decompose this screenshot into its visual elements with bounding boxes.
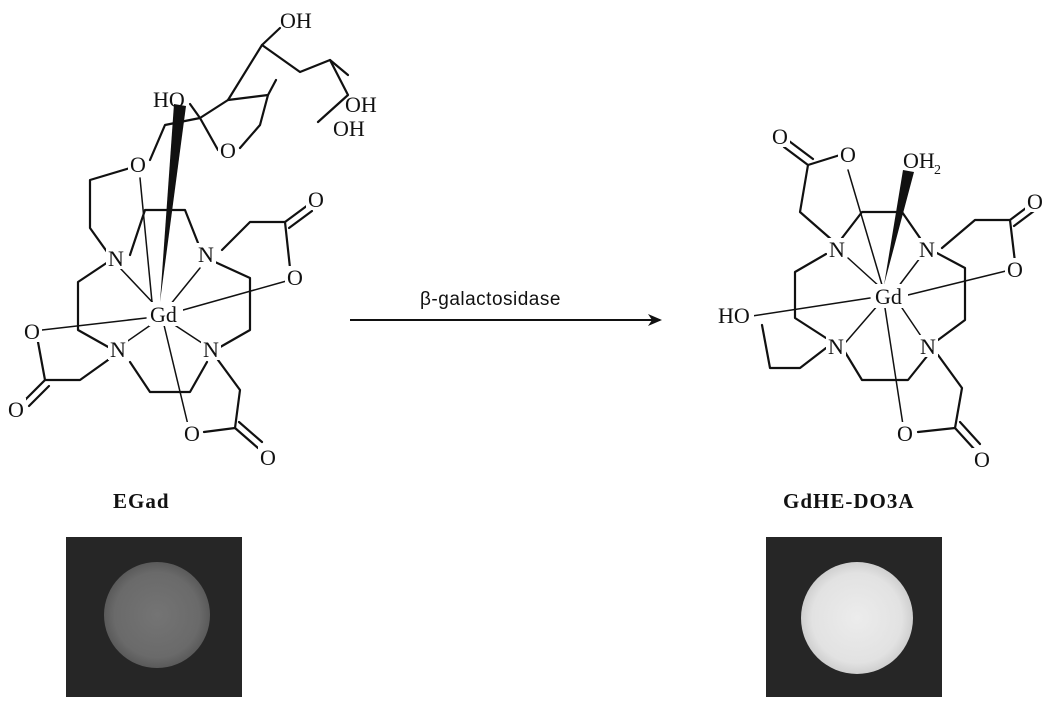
egad-acetate1-carbonyl: O — [308, 187, 324, 212]
product-hydroxyl: HO — [718, 303, 750, 328]
gdhe-do3a-structure: N N N N O O OH 2 O O HO O O Gd — [718, 124, 1045, 472]
gd-n1-bond — [847, 257, 881, 288]
gd-oa2-bond — [907, 269, 1011, 296]
egad-oh-right1: OH — [345, 92, 377, 117]
egad-acetate2-carbonyl: O — [8, 397, 24, 422]
galactose-ring — [188, 26, 350, 152]
product-coordination-bonds — [751, 169, 1011, 426]
egad-n1: N — [108, 246, 124, 271]
product-water-o: OH — [903, 148, 935, 173]
gd-oa1-bond — [847, 169, 883, 286]
egad-oh-right2: OH — [333, 116, 365, 141]
egad-ho-left: HO — [153, 87, 185, 112]
product-name: GdHE-DO3A — [783, 489, 915, 513]
product-gd: Gd — [875, 284, 902, 309]
product-n1: N — [829, 237, 845, 262]
egad-acetate1-o: O — [287, 265, 303, 290]
egad-acetate3-carbonyl: O — [260, 445, 276, 470]
egad-oh-top: OH — [280, 8, 312, 33]
product-n2: N — [919, 237, 935, 262]
product-acetate3-carbonyl: O — [974, 447, 990, 472]
gd-oa3-bond — [884, 307, 904, 426]
gd-n3-bond — [845, 304, 879, 343]
gd-n1-bond — [119, 267, 156, 306]
water-wedge-bond — [884, 170, 914, 285]
product-acetate1-carbonyl: O — [772, 124, 788, 149]
mri-image-gdhe-do3a — [766, 537, 942, 697]
egad-acetate3-o: O — [184, 421, 200, 446]
gd-oa3-bond — [163, 324, 189, 426]
product-n3: N — [828, 334, 844, 359]
egad-structure: N N N N O O O O O O O O OH HO OH — [6, 8, 377, 470]
product-acetate2-o: O — [1007, 257, 1023, 282]
product-skeleton — [760, 139, 1036, 452]
gd-hydroxyl-bond — [751, 297, 871, 317]
gd-n2-bond — [169, 267, 201, 306]
gd-oether-bond — [139, 177, 153, 303]
product-acetate3-o: O — [897, 421, 913, 446]
gd-oa1-bond — [175, 279, 291, 313]
product-n4: N — [920, 334, 936, 359]
product-atom-labels: N N N N O O OH 2 O O HO O O Gd — [718, 124, 1045, 472]
mri-phantom-dark — [104, 562, 210, 668]
product-acetate1-o: O — [840, 142, 856, 167]
gd-n2-bond — [897, 257, 921, 288]
egad-gd: Gd — [150, 302, 177, 327]
reaction-arrow: β-galactosidase — [350, 289, 662, 326]
egad-n3: N — [110, 337, 126, 362]
egad-ring-o: O — [220, 138, 236, 163]
egad-n4: N — [203, 337, 219, 362]
reactant-name: EGad — [113, 489, 170, 513]
egad-acetate2-o: O — [24, 319, 40, 344]
product-acetate2-carbonyl: O — [1027, 189, 1043, 214]
mri-image-egad — [66, 537, 242, 697]
egad-ether-o: O — [130, 152, 146, 177]
product-water-subscript: 2 — [934, 163, 941, 178]
egad-wedge-bond — [160, 104, 186, 302]
egad-skeleton — [23, 116, 314, 450]
gd-oa2-bond — [41, 317, 147, 331]
mri-phantom-bright — [801, 562, 913, 674]
enzyme-label: β-galactosidase — [420, 289, 561, 310]
egad-atom-labels: N N N N O O O O O O O O OH HO OH — [6, 8, 377, 470]
egad-n2: N — [198, 242, 214, 267]
